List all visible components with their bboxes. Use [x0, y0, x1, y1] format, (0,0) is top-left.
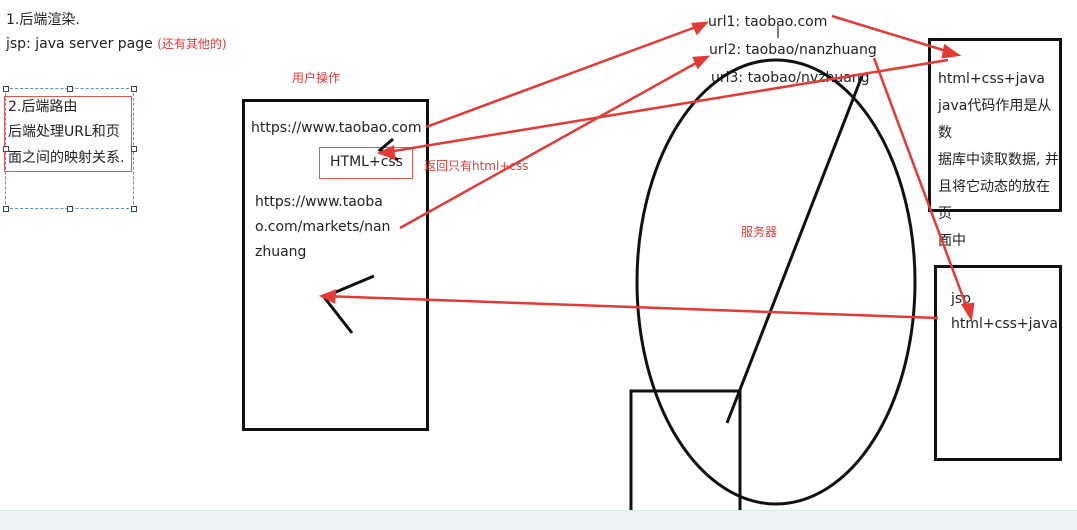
routing-box	[4, 96, 132, 172]
browser-box	[242, 99, 429, 431]
browser-url-2-line2: o.com/markets/nan	[255, 219, 391, 235]
browser-url-1: https://www.taobao.com	[251, 120, 422, 136]
server-ellipse	[635, 58, 917, 506]
arrow-request-url1-head	[691, 21, 710, 36]
resize-handle[interactable]	[67, 206, 73, 212]
note-jsp-extra: (还有其他的)	[157, 37, 227, 51]
arrow-url2-to-page2-head	[960, 302, 975, 322]
server-connector-line	[725, 75, 864, 424]
arrow-url2-to-page2	[872, 57, 972, 317]
page-box-1-text: html+css+java java代码作用是从数 据库中读取数据, 并 且将它…	[938, 66, 1062, 255]
routing-body-line2: 面之间的映射关系.	[8, 150, 125, 166]
note-jsp: jsp: java server page (还有其他的)	[6, 35, 227, 52]
page-box-1-line: 且将它动态的放在页	[938, 179, 1050, 222]
routing-title: 2.后端路由	[8, 99, 78, 115]
bottom-strip	[0, 510, 1077, 530]
html-css-label: HTML+css	[330, 154, 403, 170]
arrow-page1-response	[381, 58, 949, 155]
arrow-page2-response-head	[318, 289, 337, 304]
black-arrowhead-left	[321, 274, 375, 334]
routing-body-line1: 后端处理URL和页	[8, 124, 120, 140]
page-box-1	[928, 38, 1062, 212]
page-box-2-html: html+css+java	[951, 316, 1058, 332]
page-box-1-line: html+css+java	[938, 71, 1045, 87]
page-box-1-line: 据库中读取数据, 并	[938, 152, 1059, 168]
server-url-1: url1: taobao.com	[708, 14, 828, 30]
arrow-request-url1	[425, 22, 705, 129]
server-url-2: url2: taobao/nanzhuang	[709, 42, 877, 58]
note-jsp-main: jsp: java server page	[6, 36, 153, 52]
resize-handle[interactable]	[131, 146, 137, 152]
browser-url-2-line1: https://www.taoba	[255, 194, 383, 210]
browser-url-2-line3: zhuang	[255, 244, 307, 260]
server-url-3: url3: taobao/nvzhuang	[711, 70, 870, 86]
resize-handle[interactable]	[3, 146, 9, 152]
arrow-page1-response-head	[376, 145, 396, 160]
resize-handle[interactable]	[3, 86, 9, 92]
page-box-2	[934, 265, 1062, 461]
arrow-page2-response	[323, 294, 939, 320]
resize-handle[interactable]	[3, 206, 9, 212]
arrow-request-url2	[399, 56, 706, 230]
page-box-1-line: 面中	[938, 233, 966, 249]
resize-handle[interactable]	[67, 86, 73, 92]
arrow-request-url2-head	[692, 55, 711, 70]
returns-only-label: 返回只有html+css	[424, 159, 529, 173]
note-backend-rendering: 1.后端渲染.	[6, 12, 80, 28]
html-css-box	[319, 147, 413, 179]
resize-handle[interactable]	[131, 206, 137, 212]
database-box	[629, 389, 742, 529]
user-action-label: 用户操作	[292, 71, 341, 85]
arrow-url1-to-page1-head	[941, 43, 962, 59]
arrow-url1-to-page1	[831, 14, 957, 56]
server-label: 服务器	[741, 225, 778, 239]
page-box-1-line: java代码作用是从数	[938, 98, 1052, 141]
resize-handle[interactable]	[131, 86, 137, 92]
